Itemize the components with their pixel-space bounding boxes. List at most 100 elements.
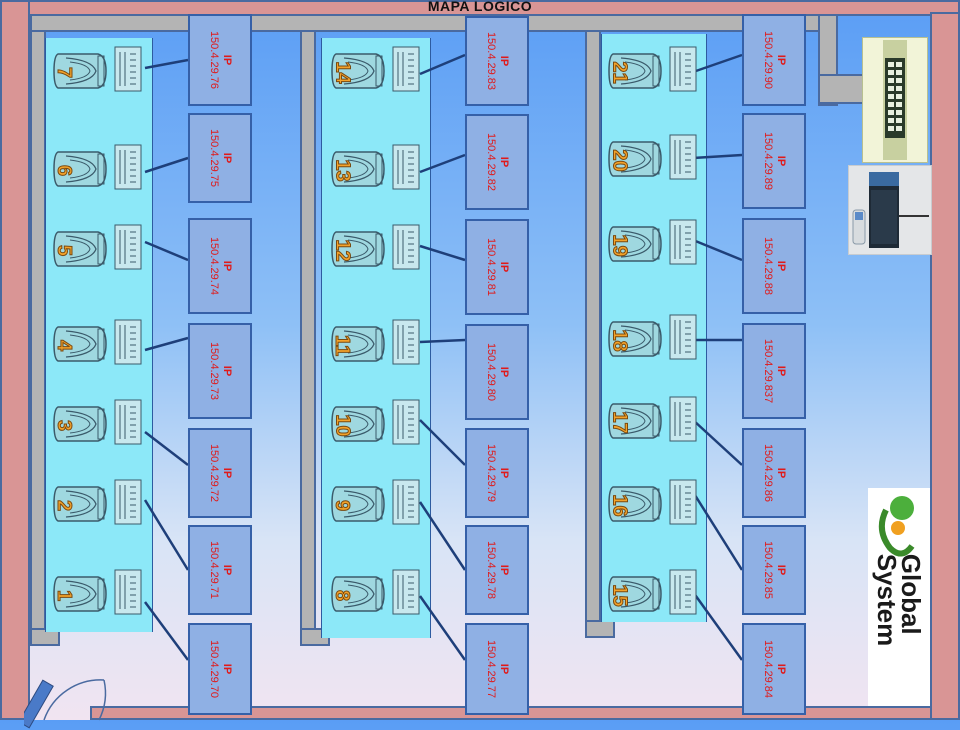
workstation: 5 [48,220,148,286]
computer-icon [392,46,420,92]
network-link [418,501,467,571]
workstation-number-label: 19 [608,233,631,257]
chair-icon [52,483,108,525]
chair-icon [52,148,108,190]
ip-label: IP [775,365,787,377]
ip-value: 150.4.29.86 [762,443,774,503]
computer-icon [392,319,420,365]
workstation: 15 [603,565,703,631]
workstation: 16 [603,475,703,541]
chair-icon [330,228,386,270]
rack-port [888,86,894,91]
workstation-number-label: 3 [53,419,76,431]
rack-port [896,78,902,83]
workstation-number-label: 15 [608,583,631,607]
rack-port [896,110,902,115]
ip-label: IP [775,564,787,576]
chair-icon [52,573,108,615]
ip-value: 150.4.29.79 [485,443,497,503]
workstation-number: 9 [330,493,354,517]
ip-label: IP [498,55,510,67]
right-wall [930,12,960,720]
workstation-number-label: 18 [608,328,631,352]
rack-port [888,102,894,107]
ip-label: IP [221,663,233,675]
ip-label: IP [221,152,233,164]
workstation-number-label: 20 [608,148,631,172]
computer-icon [669,569,697,615]
workstation: 3 [48,395,148,461]
workstation-number-label: 21 [608,60,631,84]
workstation-number-label: 13 [331,158,354,182]
chair-icon [607,138,663,180]
network-link [692,238,743,262]
workstation-number: 11 [330,333,354,357]
workstation: 10 [326,395,426,461]
workstation-number-label: 5 [53,244,76,256]
workstation-number: 19 [607,233,631,257]
ip-value: 150.4.29.70 [208,639,220,699]
computer-icon [669,134,697,180]
network-link [419,153,466,174]
network-link [691,591,744,661]
ip-value: 150.4.29.71 [208,540,220,600]
workstation: 8 [326,565,426,631]
ip-label: IP [498,366,510,378]
ip-value: 150.4.29.72 [208,443,220,503]
workstation-number: 2 [52,493,76,517]
ip-value: 150.4.29.77 [485,639,497,699]
rack-port [896,86,902,91]
computer-icon [392,569,420,615]
workstation-number: 6 [52,158,76,182]
workstation-number: 15 [607,583,631,607]
server-device-icon [848,165,932,255]
network-link [144,431,189,466]
workstation-number: 18 [607,328,631,352]
rack-port [888,126,894,131]
rack-port [888,70,894,75]
workstation-number: 12 [330,238,354,262]
network-link [419,244,466,262]
logo-line-1: Global [896,553,926,635]
network-link [143,601,190,661]
left-wall [0,0,30,720]
computer-icon [114,569,142,615]
workstation-number-label: 16 [608,493,631,517]
workstation: 4 [48,315,148,381]
ip-label: IP [221,54,233,66]
workstation-number: 4 [52,333,76,357]
network-link [419,419,466,466]
network-link [144,156,189,174]
workstation-number-label: 17 [608,410,631,434]
network-link [144,58,189,70]
logo-line-2: System [872,553,902,647]
chair-icon [330,403,386,445]
computer-icon [392,399,420,445]
chair-icon [52,323,108,365]
ip-label: IP [498,261,510,273]
workstation: 17 [603,392,703,458]
network-link [691,491,744,571]
ip-value: 150.4.29.81 [485,237,497,297]
workstation: 1 [48,565,148,631]
workstation: 21 [603,42,703,108]
workstation: 20 [603,130,703,196]
